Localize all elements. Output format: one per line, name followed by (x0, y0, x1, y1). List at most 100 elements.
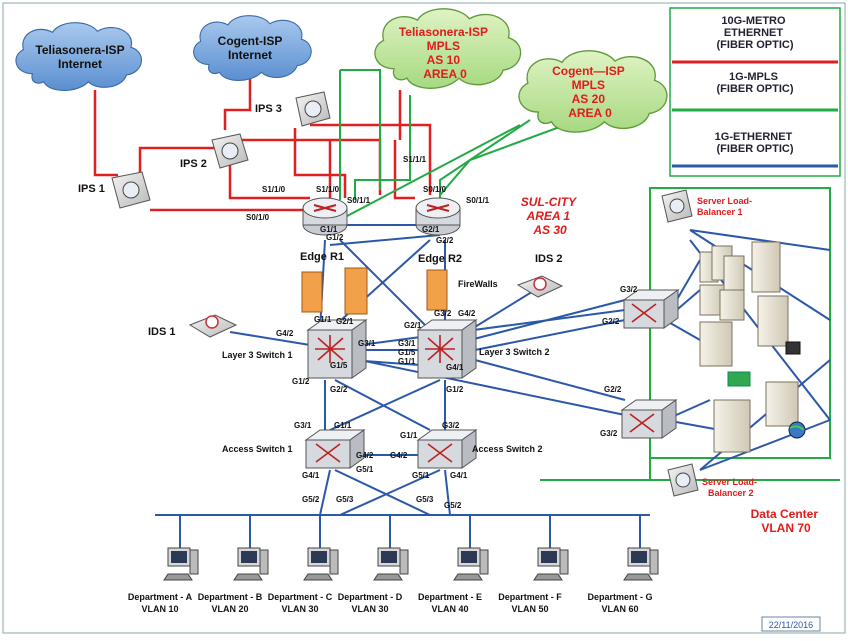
port-label: G1/1 (398, 357, 416, 366)
port-label: G5/1 (356, 465, 374, 474)
svg-text:Server Load- Balancer 1: Server Load- Balancer 1 (697, 196, 755, 217)
legend-label-line: 1G-ETHERNET (715, 131, 793, 143)
port-label: G4/2 (276, 329, 294, 338)
servers (699, 241, 799, 453)
department-name: Department - G (587, 592, 652, 602)
legend: 10G-METRO ETHERNET (FIBER OPTIC) 1G-MPLS… (669, 7, 841, 177)
port-label: S0/1/0 (246, 213, 270, 222)
cloud-label-line: MPLS (427, 39, 460, 53)
department-name: Department - E (418, 592, 482, 602)
port-label: G1/2 (326, 233, 344, 242)
date-stamp: 22/11/2016 (761, 616, 821, 632)
port-label: G2/1 (336, 317, 354, 326)
port-label: G5/2 (302, 495, 320, 504)
cloud-label-line: AREA 0 (568, 106, 612, 120)
area-label-line: SUL-CITY (521, 195, 577, 209)
cloud-cogent-mpls: Cogent—ISP MPLS AS 20 AREA 0 (518, 50, 668, 133)
server-load-balancer-2: Server Load- Balancer 2 (667, 463, 760, 498)
port-label: G3/1 (358, 339, 376, 348)
port-label: G5/2 (444, 501, 462, 510)
port-label: G4/2 (458, 309, 476, 318)
department-vlan: VLAN 60 (601, 604, 638, 614)
cloud-label-line: AREA 0 (423, 67, 467, 81)
cloud-label-line: Teliasonera-ISP (399, 25, 488, 39)
layer3-switch-2: Layer 3 Switch 2 (416, 319, 550, 379)
department-pc: Department - F VLAN 50 (498, 547, 569, 614)
svg-text:1G-ETHERNET (FIBER OPT: 1G-ETHERNET (FIBER OPTIC) (715, 131, 796, 155)
legend-label-line: ETHERNET (724, 27, 784, 39)
cloud-label-line: Teliasonera-ISP (35, 43, 124, 57)
area-label: SUL-CITY AREA 1 AS 30 (521, 195, 579, 237)
svg-text:1G-MPLS (FIBER OPTIC): 1G-MPLS (FIBER OPTIC) (717, 71, 794, 95)
slb2-label-line: Server Load- (702, 477, 757, 487)
ips1-label: IPS 1 (78, 183, 105, 195)
legend-item-1g-mpls: 1G-MPLS (FIBER OPTIC) (672, 71, 838, 112)
access-switch-1: Access Switch 1 (222, 429, 366, 469)
port-label: S1/1/1 (403, 155, 427, 164)
port-label: S1/1/0 (262, 185, 286, 194)
date-text: 22/11/2016 (769, 620, 813, 630)
port-labels: S1/1/0 S1/1/0 S0/1/1 S0/1/0 G1/1 G1/2 S1… (246, 155, 638, 510)
port-label: G4/1 (450, 471, 468, 480)
cloud-label-line: AS 10 (427, 53, 461, 67)
department-vlan: VLAN 10 (141, 604, 178, 614)
ids1-device: IDS 1 (148, 314, 238, 338)
port-label: G4/1 (446, 363, 464, 372)
datacenter-label: Data Center VLAN 70 (751, 507, 822, 535)
department-name: Department - A (128, 592, 193, 602)
departments: Department - A VLAN 10 Department - BVLAN … (128, 547, 659, 614)
svg-text:Teliasonera-ISP MPLS: Teliasonera-ISP MPLS AS 10 AREA 0 (399, 25, 491, 81)
legend-label-line: 10G-METRO (721, 15, 786, 27)
ips1-device: IPS 1 (78, 171, 151, 209)
department-pc: Department - D VLAN 30 (338, 547, 409, 614)
port-label: G5/1 (412, 471, 430, 480)
port-label: S0/1/1 (466, 196, 490, 205)
port-label: G1/2 (292, 377, 310, 386)
green-links (329, 69, 840, 481)
red-links (93, 78, 432, 212)
port-label: G2/2 (604, 385, 622, 394)
slb1-label-line: Balancer 1 (697, 207, 743, 217)
port-label: G3/1 (294, 421, 312, 430)
datacenter-label-line: Data Center (751, 507, 819, 521)
svg-text:10G-METRO ETHERNET: 10G-METRO ETHERNET (FIBER OPTIC) (717, 15, 794, 51)
server-load-balancer-1: Server Load- Balancer 1 (661, 189, 755, 223)
edge-r2-router: Edge R2 (415, 197, 462, 265)
firewalls-label: FireWalls (458, 279, 498, 289)
department-vlan: VLAN 50 (511, 604, 548, 614)
ips2-device: IPS 2 (180, 133, 249, 170)
legend-label-line: 1G-MPLS (729, 71, 778, 83)
department-vlan: VLAN 20 (211, 604, 248, 614)
port-label: G1/1 (320, 225, 338, 234)
ips3-device: IPS 3 (255, 91, 331, 127)
svg-text:Server Load- Balancer 2: Server Load- Balancer 2 (702, 477, 760, 498)
edge-r1-router: Edge R1 (300, 197, 348, 263)
department-name: Department - F (498, 592, 562, 602)
port-label: S0/1/0 (423, 185, 447, 194)
legend-item-10g: 10G-METRO ETHERNET (FIBER OPTIC) (672, 15, 838, 64)
department-name: Department - D (338, 592, 403, 602)
area-label-line: AS 30 (532, 223, 567, 237)
port-label: G1/1 (400, 431, 418, 440)
port-label: G3/2 (620, 285, 638, 294)
svg-text:Cogent—ISP MPLS AS: Cogent—ISP MPLS AS 20 AREA 0 (552, 64, 628, 120)
port-label: G1/1 (314, 315, 332, 324)
department-pc: Department - G VLAN 60 (587, 547, 659, 614)
layer3-switch-1: Layer 3 Switch 1 (222, 319, 368, 379)
department-name: Department - C (268, 592, 333, 602)
department-vlan: VLAN 30 (351, 604, 388, 614)
ids2-label: IDS 2 (535, 253, 563, 265)
department-vlan: VLAN 30 (281, 604, 318, 614)
port-label: G4/2 (390, 451, 408, 460)
datacenter-accessories (727, 341, 806, 439)
slb1-label-line: Server Load- (697, 196, 752, 206)
port-label: G2/1 (422, 225, 440, 234)
